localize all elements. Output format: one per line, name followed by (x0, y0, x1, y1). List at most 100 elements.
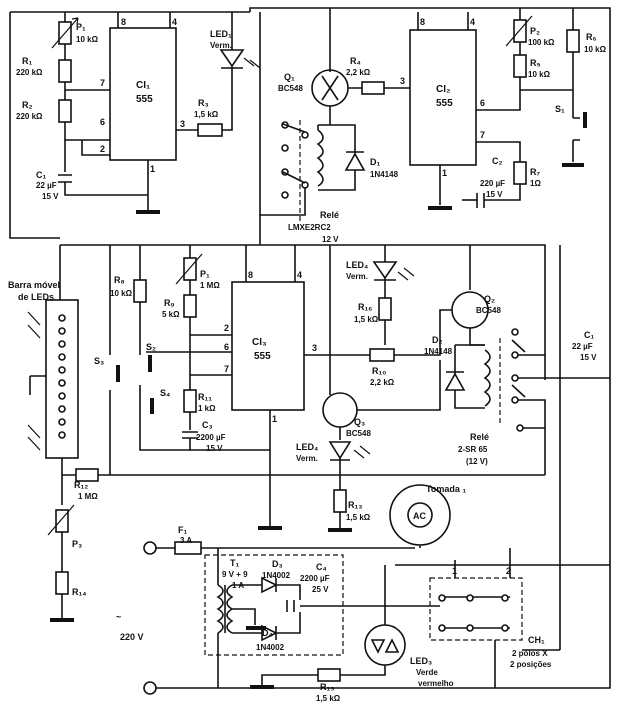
d3-diode (261, 576, 278, 594)
label-c3-v: 15 V (206, 444, 223, 453)
pin-ci2-8: 8 (420, 17, 425, 27)
label-ci2-type: 555 (436, 98, 453, 109)
label-c1-val: 22 µF (36, 181, 57, 190)
label-r4: R₄ (350, 56, 361, 66)
ic1-section (9, 11, 261, 239)
label-r15: R₁₅ (320, 682, 334, 692)
label-r10: R₁₀ (372, 366, 386, 376)
pin-ci2-7: 7 (480, 130, 485, 140)
label-s4: S₄ (160, 388, 170, 398)
q3-transistor (322, 392, 358, 428)
label-p1-val: 10 kΩ (76, 35, 99, 44)
pin-ci3-4: 4 (297, 270, 302, 280)
label-r15-val: 1,5 kΩ (316, 694, 341, 703)
label-r7: R₇ (530, 167, 540, 177)
label-led1: LED₁ (210, 29, 232, 39)
label-rele2: Relé (470, 432, 489, 442)
label-c2: C₂ (492, 156, 503, 166)
p1b-potentiometer (183, 257, 197, 281)
label-led4a-color: Verm. (346, 272, 368, 281)
led4-upper-icon (372, 261, 398, 280)
label-p3: P₃ (72, 539, 82, 549)
label-d3: D₃ (272, 559, 283, 569)
label-q1: Q₁ (284, 72, 295, 82)
label-rele1-v: 12 V (322, 235, 339, 244)
pin-ci1-3: 3 (180, 119, 185, 129)
label-barra-2: de LEDs (18, 292, 54, 302)
pin-ci1-7: 7 (100, 78, 105, 88)
pin-ci2-4: 4 (470, 17, 475, 27)
label-220v: 220 V (120, 632, 144, 642)
label-t1: T₁ (230, 558, 239, 568)
r3-resistor (197, 123, 223, 137)
r10-resistor (369, 348, 395, 362)
label-p2: P₂ (530, 26, 540, 36)
ch1-switch[interactable] (429, 577, 523, 641)
label-ci1: CI₁ (136, 80, 150, 91)
label-p1b-val: 1 MΩ (200, 281, 220, 290)
r8-resistor (133, 279, 147, 303)
label-p2-val: 100 kΩ (528, 38, 555, 47)
label-d1-type: 1N4148 (370, 170, 399, 179)
label-rele1-type: LMXE2RC2 (288, 223, 331, 232)
label-ci3: CI₃ (252, 337, 267, 348)
label-r11: R₁₁ (198, 392, 212, 402)
label-pin-1: 1 (452, 566, 457, 576)
label-led4b: LED₄ (296, 442, 318, 452)
pin-ci1-2: 2 (100, 144, 105, 154)
label-rele2-type: 2-SR 65 (458, 445, 488, 454)
label-ac-symbol: ~ (116, 612, 121, 622)
c2-capacitor (476, 193, 485, 208)
pin-ci3-6: 6 (224, 342, 229, 352)
d1-diode (344, 152, 366, 171)
label-tomada: Tomada ₁ (426, 484, 466, 494)
r5-resistor (513, 54, 527, 78)
label-r7-val: 1Ω (530, 179, 541, 188)
label-ac: AC (413, 511, 426, 521)
label-r1-val: 220 kΩ (16, 68, 43, 77)
label-p1: P₁ (76, 22, 86, 32)
c1-capacitor (58, 174, 72, 183)
label-q3: Q₃ (354, 417, 365, 427)
label-r2: R₂ (22, 100, 33, 110)
label-r9-val: 5 kΩ (162, 310, 180, 319)
label-r12: R₁₂ (74, 480, 88, 490)
ic2-chip (409, 29, 477, 166)
label-c3-val: 2200 µF (196, 433, 226, 442)
label-r3: R₃ (198, 98, 209, 108)
label-r12-val: 1 MΩ (78, 492, 98, 501)
pin-ci2-6: 6 (480, 98, 485, 108)
label-r5-val: 10 kΩ (528, 70, 551, 79)
label-r9: R₉ (164, 298, 175, 308)
label-barra: Barra móvel (8, 280, 60, 290)
label-led3-color2: vermelho (418, 679, 454, 688)
c4-capacitor (286, 600, 295, 612)
label-t1-a: 1 A (232, 581, 244, 590)
label-s3: S₃ (94, 356, 104, 366)
label-c2-v: 15 V (486, 190, 503, 199)
label-d4-type: 1N4002 (256, 643, 285, 652)
label-c1b-val: 22 µF (572, 342, 593, 351)
pin-ci3-1: 1 (272, 414, 277, 424)
label-c4: C₄ (316, 562, 327, 572)
ic3-chip (231, 281, 305, 411)
label-c1: C₁ (36, 170, 46, 180)
label-r1: R₁ (22, 56, 32, 66)
pin-ci2-3: 3 (400, 76, 405, 86)
r16-resistor (378, 297, 392, 321)
label-r8: R₈ (114, 275, 125, 285)
label-led1-color: Verm. (210, 41, 232, 50)
d2-diode (444, 372, 466, 391)
r6-resistor (566, 29, 580, 53)
label-q2-type: BC548 (476, 306, 501, 315)
label-pin-2: 2 (506, 566, 511, 576)
label-r10-val: 2,2 kΩ (370, 378, 395, 387)
label-ci3-type: 555 (254, 351, 271, 362)
label-r16: R₁₆ (358, 302, 372, 312)
label-c1b: C₁ (584, 330, 594, 340)
ac-input-top (143, 541, 157, 555)
pin-ci1-1: 1 (150, 164, 155, 174)
pin-ci1-8: 8 (121, 17, 126, 27)
